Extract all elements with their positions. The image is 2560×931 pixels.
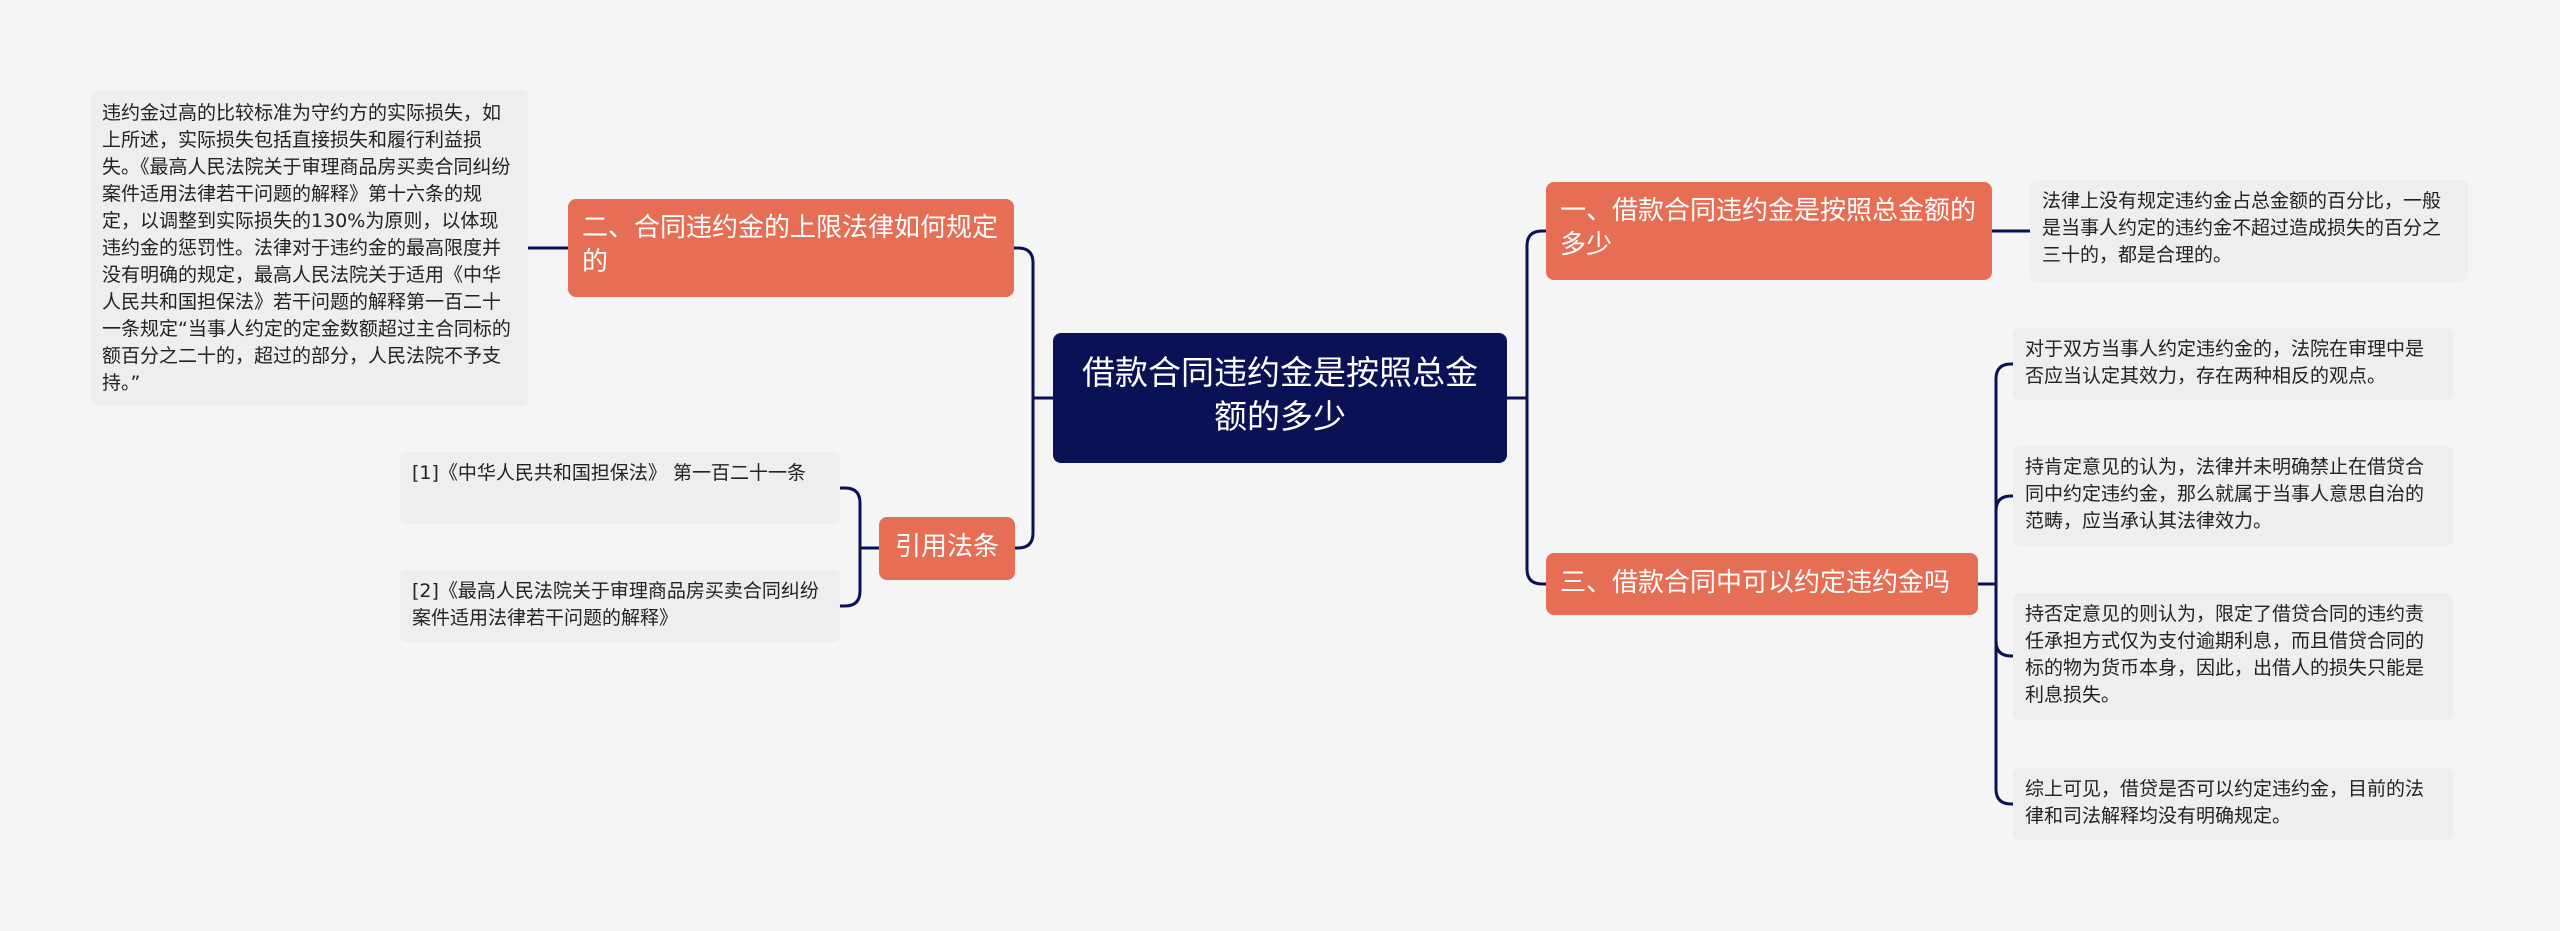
connector-branch-4-leaf-7 [838,486,881,550]
branch-topic-label: 三、借款合同中可以约定违约金吗 [1560,568,1951,598]
connector-root-branch-4 [1013,396,1055,550]
branch-topic-4[interactable]: 引用法条 [879,517,1015,580]
branch-topic-label: 二、合同违约金的上限法律如何规定的 [582,213,999,277]
branch-topic-2[interactable]: 二、合同违约金的上限法律如何规定的 [568,199,1014,297]
branch-topic-label: 引用法条 [894,532,999,562]
leaf-topic-5[interactable]: 持否定意见的则认为，限定了借贷合同的违约责任承担方式仅为支付逾期利息，而且借贷合… [2013,593,2453,720]
connector-branch-3-leaf-4 [1976,494,2015,586]
leaf-topic-8[interactable]: [2]《最高人民法院关于审理商品房买卖合同纠纷案件适用法律若干问题的解释》 [400,570,840,642]
leaf-topic-text: 法律上没有规定违约金占总金额的百分比，一般是当事人约定的违约金不超过造成损失的百… [2042,190,2442,266]
leaf-topic-text: [2]《最高人民法院关于审理商品房买卖合同纠纷案件适用法律若干问题的解释》 [412,580,819,629]
leaf-topic-text: 综上可见，借贷是否可以约定违约金，目前的法律和司法解释均没有明确规定。 [2025,778,2425,827]
leaf-topic-text: 持否定意见的则认为，限定了借贷合同的违约责任承担方式仅为支付逾期利息，而且借贷合… [2025,603,2425,706]
root-topic-label: 借款合同违约金是按照总金额的多少 [1082,353,1478,436]
leaf-topic-text: [1]《中华人民共和国担保法》 第一百二十一条 [412,462,806,484]
connector-branch-3-leaf-6 [1976,582,2015,806]
leaf-topic-text: 持肯定意见的认为，法律并未明确禁止在借贷合同中约定违约金，那么就属于当事人意思自… [2025,456,2425,532]
leaf-topic-3[interactable]: 对于双方当事人约定违约金的，法院在审理中是否应当认定其效力，存在两种相反的观点。 [2013,328,2453,400]
leaf-topic-7[interactable]: [1]《中华人民共和国担保法》 第一百二十一条 [400,452,840,524]
leaf-topic-text: 违约金过高的比较标准为守约方的实际损失，如上所述，实际损失包括直接损失和履行利益… [102,102,511,394]
connector-branch-3-leaf-3 [1976,362,2015,586]
leaf-topic-1[interactable]: 法律上没有规定违约金占总金额的百分比，一般是当事人约定的违约金不超过造成损失的百… [2030,180,2468,282]
leaf-topic-text: 对于双方当事人约定违约金的，法院在审理中是否应当认定其效力，存在两种相反的观点。 [2025,338,2425,387]
connector-root-branch-3 [1505,396,1548,586]
branch-topic-label: 一、借款合同违约金是按照总金额的多少 [1560,196,1977,260]
branch-topic-3[interactable]: 三、借款合同中可以约定违约金吗 [1546,553,1978,615]
connector-root-branch-1 [1505,229,1548,400]
connector-root-branch-2 [1012,246,1055,400]
leaf-topic-2[interactable]: 违约金过高的比较标准为守约方的实际损失，如上所述，实际损失包括直接损失和履行利益… [90,90,528,406]
branch-topic-1[interactable]: 一、借款合同违约金是按照总金额的多少 [1546,182,1992,280]
connector-branch-4-leaf-8 [838,546,881,608]
root-topic[interactable]: 借款合同违约金是按照总金额的多少 [1053,333,1507,463]
leaf-topic-6[interactable]: 综上可见，借贷是否可以约定违约金，目前的法律和司法解释均没有明确规定。 [2013,768,2453,840]
leaf-topic-4[interactable]: 持肯定意见的认为，法律并未明确禁止在借贷合同中约定违约金，那么就属于当事人意思自… [2013,446,2453,546]
